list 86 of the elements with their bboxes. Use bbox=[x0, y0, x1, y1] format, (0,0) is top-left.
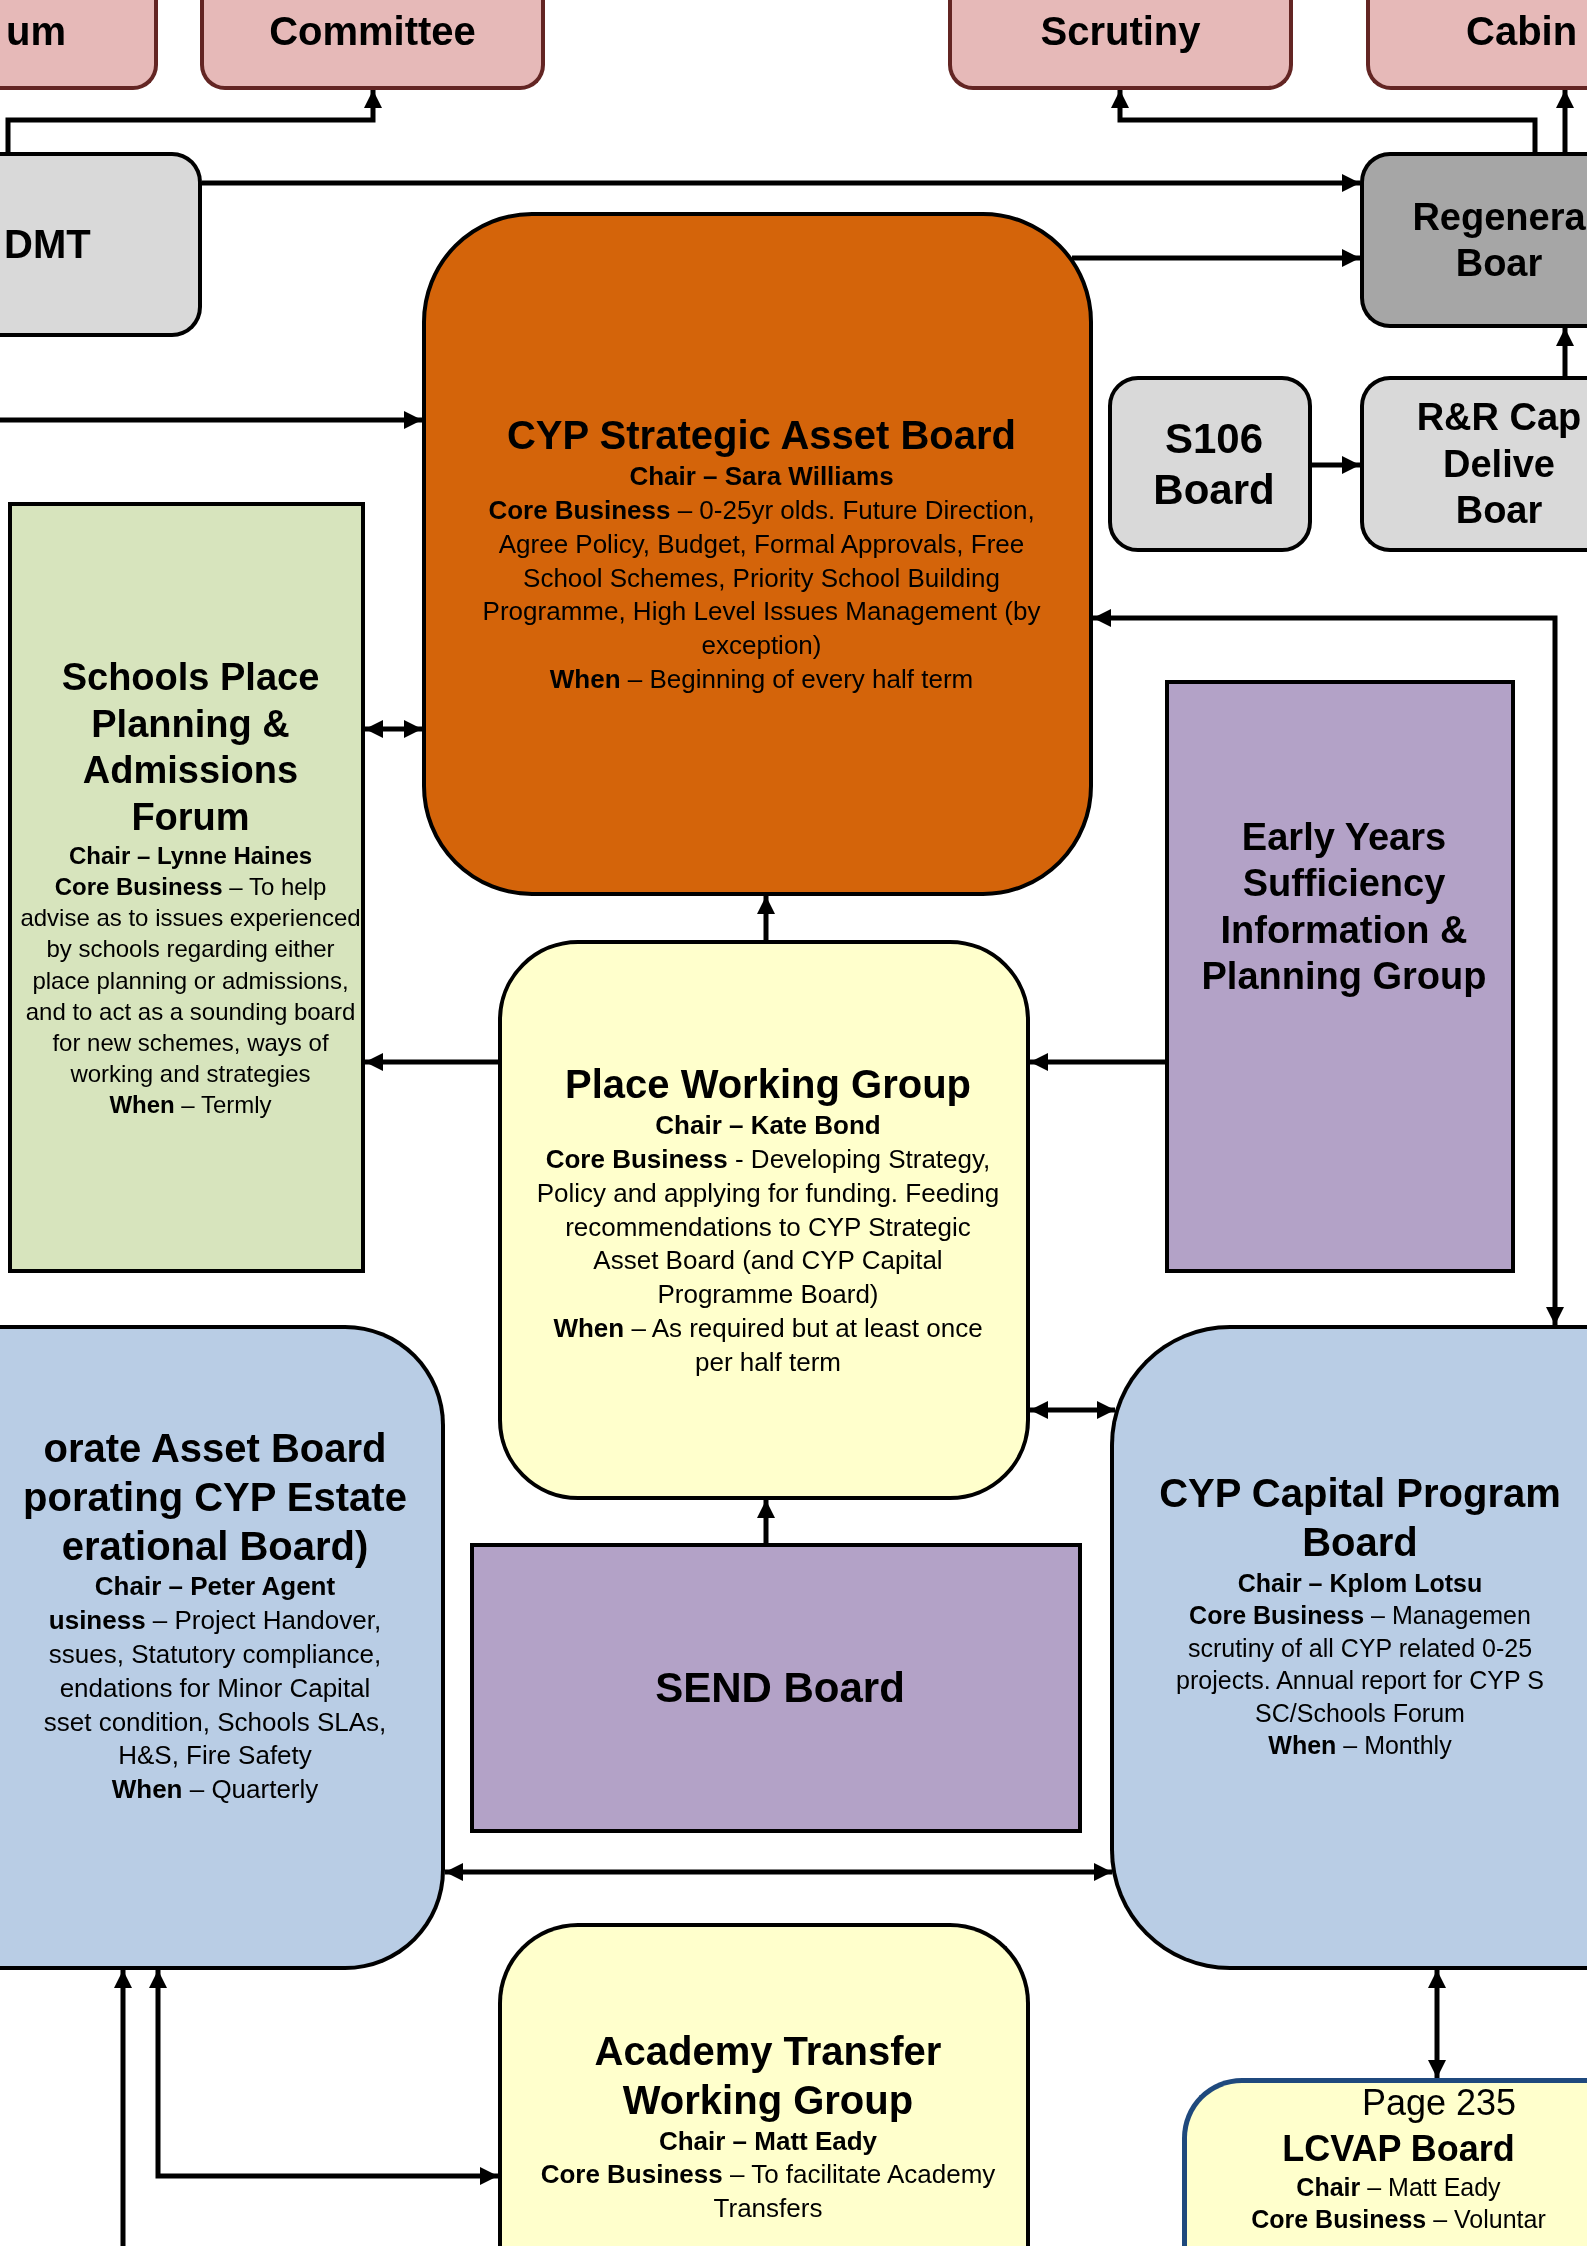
board-title: erational Board) bbox=[60, 1522, 370, 1570]
board-details: Chair – Kate Bond bbox=[654, 1109, 882, 1143]
connector-arrow bbox=[757, 896, 775, 940]
board-box bbox=[498, 1923, 1030, 2246]
board-title: Boar bbox=[1454, 488, 1544, 534]
board-details: Chair – Matt Eady bbox=[657, 2124, 879, 2158]
committee-box bbox=[1366, 0, 1587, 90]
board-details: Chair – Kplom Lotsu bbox=[1236, 1567, 1484, 1599]
connector-arrow bbox=[1556, 90, 1574, 152]
board-details: Core Business – 0-25yr olds. Future Direction, Agree Policy, Budget, Formal Approvals, Free School Schemes, Priority School Building Programme, High Level Issues Management (by exception) bbox=[481, 493, 1042, 663]
connector-arrow bbox=[5, 90, 382, 152]
connector-arrow bbox=[202, 174, 1360, 192]
board-title: orate Asset Board bbox=[42, 1425, 388, 1472]
board-details: Chair – Peter Agent bbox=[93, 1570, 337, 1604]
committee-box bbox=[200, 0, 545, 90]
connector-arrow bbox=[1312, 456, 1360, 474]
board-box bbox=[1360, 152, 1587, 328]
connector-arrow bbox=[1030, 1401, 1115, 1419]
board-title: DMT bbox=[4, 221, 92, 269]
board-box bbox=[0, 152, 202, 337]
board-box bbox=[498, 940, 1030, 1500]
board-details: When – Termly bbox=[108, 1090, 273, 1121]
board-title: porating CYP Estate bbox=[22, 1473, 408, 1521]
board-details: ssues, Statutory compliance, bbox=[47, 1638, 383, 1671]
board-details: Chair – Matt Eady bbox=[1295, 2171, 1502, 2203]
board-details: Core Business – Voluntar bbox=[1250, 2204, 1547, 2236]
connector-arrow bbox=[1111, 90, 1538, 152]
connector-arrow bbox=[757, 1500, 775, 1543]
board-box bbox=[1182, 2078, 1587, 2246]
connector-arrow bbox=[0, 411, 422, 429]
board-details: When – Beginning of every half term bbox=[548, 662, 975, 696]
committee-box bbox=[0, 0, 158, 90]
connector-arrow bbox=[114, 1970, 132, 2246]
board-title: LCVAP Board bbox=[1281, 2127, 1516, 2171]
board-title: Committee bbox=[268, 7, 477, 55]
board-details: Chair – Sara Williams bbox=[628, 460, 895, 494]
connector-arrow bbox=[365, 720, 422, 738]
board-title: Place Working Group bbox=[564, 1061, 972, 1109]
board-details: When – As required but at least once per half term bbox=[552, 1312, 984, 1379]
board-title: Early Years Sufficiency Information & Planning Group bbox=[1200, 815, 1488, 1000]
board-details: Core Business – Managemen bbox=[1188, 1600, 1532, 1632]
board-title: um bbox=[6, 7, 67, 55]
board-details: When – Quarterly bbox=[110, 1773, 320, 1807]
board-title: R&R Cap bbox=[1415, 395, 1583, 441]
board-title: SEND Board bbox=[654, 1663, 906, 1714]
connector-arrow bbox=[1093, 609, 1564, 1325]
connector-arrow bbox=[1428, 1970, 1446, 2078]
board-details: Chair – Lynne Haines bbox=[67, 840, 314, 871]
board-title: S106 Board bbox=[1152, 413, 1276, 515]
board-details: Core Business – To facilitate Academy Transfers bbox=[539, 2158, 997, 2226]
board-details: scrutiny of all CYP related 0-25 bbox=[1186, 1632, 1534, 1664]
board-box bbox=[1165, 680, 1515, 1273]
board-title: Academy Transfer Working Group bbox=[593, 2028, 943, 2124]
connector-arrow bbox=[1030, 1053, 1165, 1071]
board-details: sset condition, Schools SLAs, bbox=[42, 1705, 388, 1739]
connector-arrow bbox=[1556, 328, 1574, 376]
board-details: Core Business - Developing Strategy, Policy and applying for funding. Feeding recommendations to CYP Strategic Asset Board (and CYP Capital Programme Board) bbox=[535, 1143, 1001, 1312]
board-title: Cabin bbox=[1466, 7, 1579, 55]
board-box bbox=[1110, 1325, 1587, 1970]
board-box bbox=[1108, 376, 1312, 552]
board-title: Schools Place Planning & Admissions Forum bbox=[60, 655, 321, 840]
committee-box bbox=[948, 0, 1293, 90]
board-details: endations for Minor Capital bbox=[58, 1671, 372, 1705]
board-box bbox=[1360, 376, 1587, 552]
board-title: Boar bbox=[1454, 241, 1544, 286]
board-title: Delive bbox=[1442, 441, 1556, 487]
board-box bbox=[422, 212, 1093, 896]
board-title: Regenera bbox=[1411, 194, 1587, 240]
connector-arrow bbox=[1072, 249, 1360, 267]
board-box bbox=[8, 502, 365, 1273]
board-title: CYP Capital Program bbox=[1158, 1470, 1562, 1517]
connector-arrow bbox=[365, 1053, 498, 1071]
page-number: Page 235 bbox=[1362, 2082, 1517, 2124]
board-details: When – Monthly bbox=[1267, 1730, 1453, 1762]
board-details: SC/Schools Forum bbox=[1254, 1697, 1466, 1729]
board-details: usiness – Project Handover, bbox=[47, 1604, 383, 1638]
board-title: Board bbox=[1301, 1518, 1419, 1566]
board-title: CYP Strategic Asset Board bbox=[505, 412, 1018, 460]
board-details: Core Business – To help advise as to issues experienced by schools regarding either place planning or admissions, and to act as a sounding board for new schemes, ways of working and strategies bbox=[20, 872, 361, 1090]
connector-arrow bbox=[445, 1863, 1112, 1881]
board-box bbox=[470, 1543, 1082, 1833]
board-details: projects. Annual report for CYP S bbox=[1175, 1665, 1545, 1697]
board-details: H&S, Fire Safety bbox=[117, 1739, 313, 1773]
board-box bbox=[0, 1325, 445, 1970]
board-title: Scrutiny bbox=[1039, 7, 1202, 55]
connector-arrow bbox=[149, 1970, 498, 2185]
